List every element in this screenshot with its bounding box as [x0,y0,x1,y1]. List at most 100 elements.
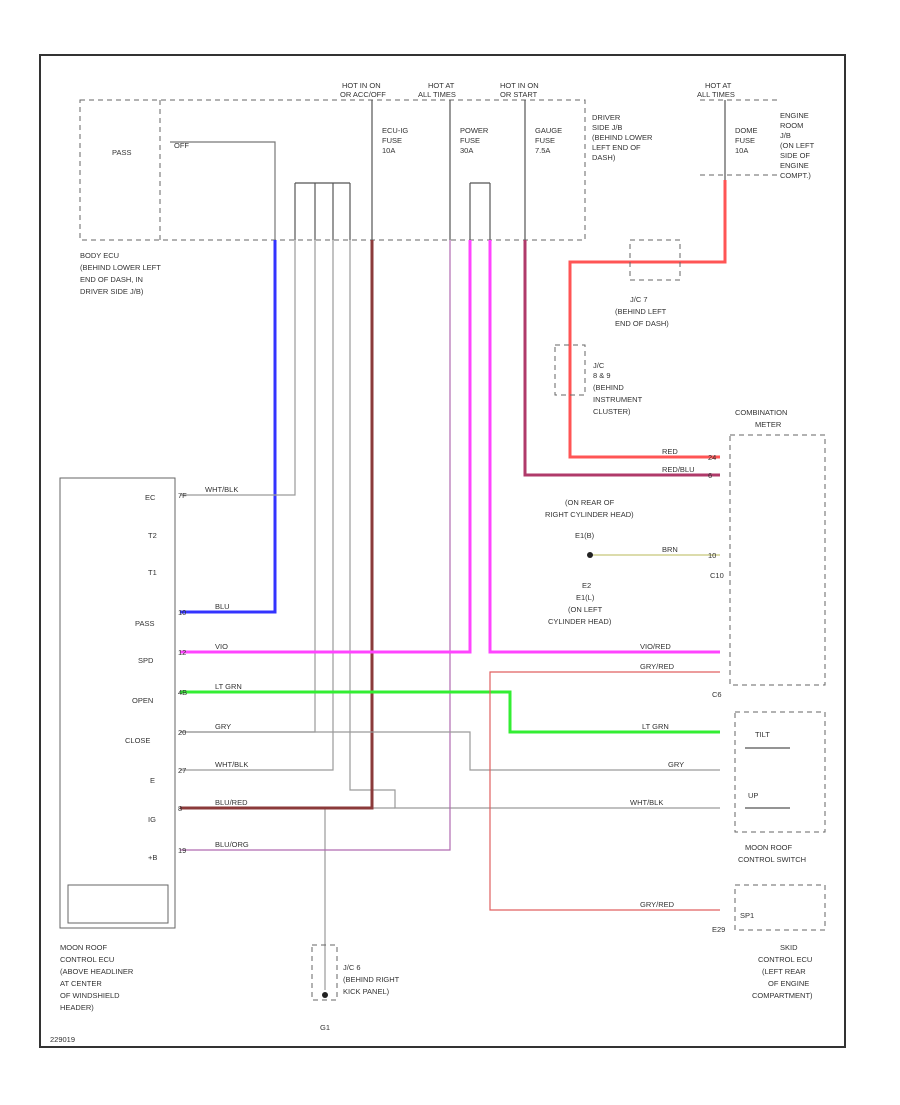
fuse-2-type: FUSE [460,136,480,145]
body-ecu-label-3: DRIVER SIDE J/B) [80,287,144,296]
pin-num-b: 19 [178,846,186,855]
engine-jb-label-2: J/B [780,131,791,140]
wire-wht-blk-ec [180,240,296,496]
jc8-label-2: (BEHIND [593,383,624,392]
jc6-label-1: (BEHIND RIGHT [343,975,400,984]
ground-point-g1 [322,992,328,998]
wire-gry-red-skid [489,671,720,911]
fuse-4-rating: 10A [735,146,748,155]
e2-label-3: CYLINDER HEAD) [548,617,612,626]
engine-jb-label-6: COMPT.) [780,171,811,180]
driver-jb-label-2: (BEHIND LOWER [592,133,653,142]
pin-t1: T1 [148,568,157,577]
fuse-1-type: FUSE [382,136,402,145]
pass-label: PASS [112,148,131,157]
c6-label: C6 [712,690,722,699]
off-label: OFF [174,141,189,150]
wire-label-brn: BRN [662,545,678,554]
pin-num-close: 20 [178,728,186,737]
pin-close: CLOSE [125,736,150,745]
off-switch-line [170,141,276,240]
pin-num-meter-3: 10 [708,551,716,560]
jc7-label-0: J/C 7 [630,295,648,304]
body-ecu-label-0: BODY ECU [80,251,119,260]
body-ecu-label-2: END OF DASH, IN [80,275,143,284]
body-ecu-label-1: (BEHIND LOWER LEFT [80,263,161,272]
wire-label-blu-red: BLU/RED [215,798,248,807]
pin-open: OPEN [132,696,153,705]
pin-spd: SPD [138,656,154,665]
meter-label-1: METER [755,420,782,429]
wire-label-red: RED [662,447,678,456]
pin-ec: EC [145,493,156,502]
driver-jb-box [79,99,586,241]
skid-label-1: CONTROL ECU [758,955,812,964]
pin-num-meter-1: 24 [708,453,716,462]
e2-label-0: E2 [582,581,591,590]
pin-pass: PASS [135,619,154,628]
wire-blu-pass [180,240,277,614]
skid-label-2: (LEFT REAR [762,967,806,976]
up-label: UP [748,791,758,800]
wire-lt-grn-open [180,690,720,734]
skid-ecu-box [734,884,826,931]
moon-ecu-label-5: HEADER) [60,1003,94,1012]
pin-num-ig: 8 [178,804,182,813]
fuse-4-name: DOME [735,126,758,135]
wire-gry-close [180,731,720,771]
sp1-label: SP1 [740,911,754,920]
c10-label: C10 [710,571,724,580]
wire-blu-red-ig [180,240,374,810]
wire-red-blu-gauge [523,240,720,477]
fuse-2-rating: 30A [460,146,473,155]
hot-label-4b: ALL TIMES [697,90,735,99]
engine-jb-label-4: SIDE OF [780,151,810,160]
moon-ecu-label-0: MOON ROOF [60,943,107,952]
moon-ecu-label-2: (ABOVE HEADLINER [60,967,134,976]
fuse-2-name: POWER [460,126,489,135]
jc7-box [629,239,681,281]
pin-ig: IG [148,815,156,824]
wire-red-dome [568,180,727,459]
pin-num-open: 4B [178,688,187,697]
moon-switch-box [734,711,826,833]
skid-label-0: SKID [780,943,798,952]
wire-label-vio: VIO [215,642,228,651]
hot-label-2b: ALL TIMES [418,90,456,99]
wire-wht-blk-switch [349,240,720,809]
jc8-label-4: CLUSTER) [593,407,631,416]
e2-label-2: (ON LEFT [568,605,603,614]
e1-label-0: (ON REAR OF [565,498,615,507]
ground-point-e1 [587,552,593,558]
moon-ecu-label-1: CONTROL ECU [60,955,114,964]
jc6-label-0: J/C 6 [343,963,361,972]
pin-num-ec: 7F [178,491,187,500]
driver-jb-label-3: LEFT END OF [592,143,641,152]
driver-jb-label-0: DRIVER [592,113,621,122]
wire-label-wht-blk-ec: WHT/BLK [205,485,238,494]
jc7-label-2: END OF DASH) [615,319,669,328]
moon-ecu-label-4: OF WINDSHIELD [60,991,120,1000]
jc7-label-1: (BEHIND LEFT [615,307,667,316]
jc8-label-3: INSTRUMENT [593,395,643,404]
hot-label-1b: OR ACC/OFF [340,90,386,99]
wire-label-gry-red-skid: GRY/RED [640,900,675,909]
outer-frame [39,54,846,1048]
hot-label-3: HOT IN ON [500,81,539,90]
moon-switch-label-1: CONTROL SWITCH [738,855,806,864]
e29-label: E29 [712,925,725,934]
engine-jb-label-5: ENGINE [780,161,809,170]
wire-blu-org-b [180,240,451,851]
e1-label-1: RIGHT CYLINDER HEAD) [545,510,634,519]
meter-label-0: COMBINATION [735,408,787,417]
wire-label-vio-red: VIO/RED [640,642,671,651]
pin-e: E [150,776,155,785]
combination-meter-box [729,434,826,686]
fuse-4-type: FUSE [735,136,755,145]
engine-jb-label-1: ROOM [780,121,803,130]
fuse-3-name: GAUGE [535,126,562,135]
jc8-label-1: 8 & 9 [593,371,611,380]
skid-label-3: OF ENGINE [768,979,809,988]
